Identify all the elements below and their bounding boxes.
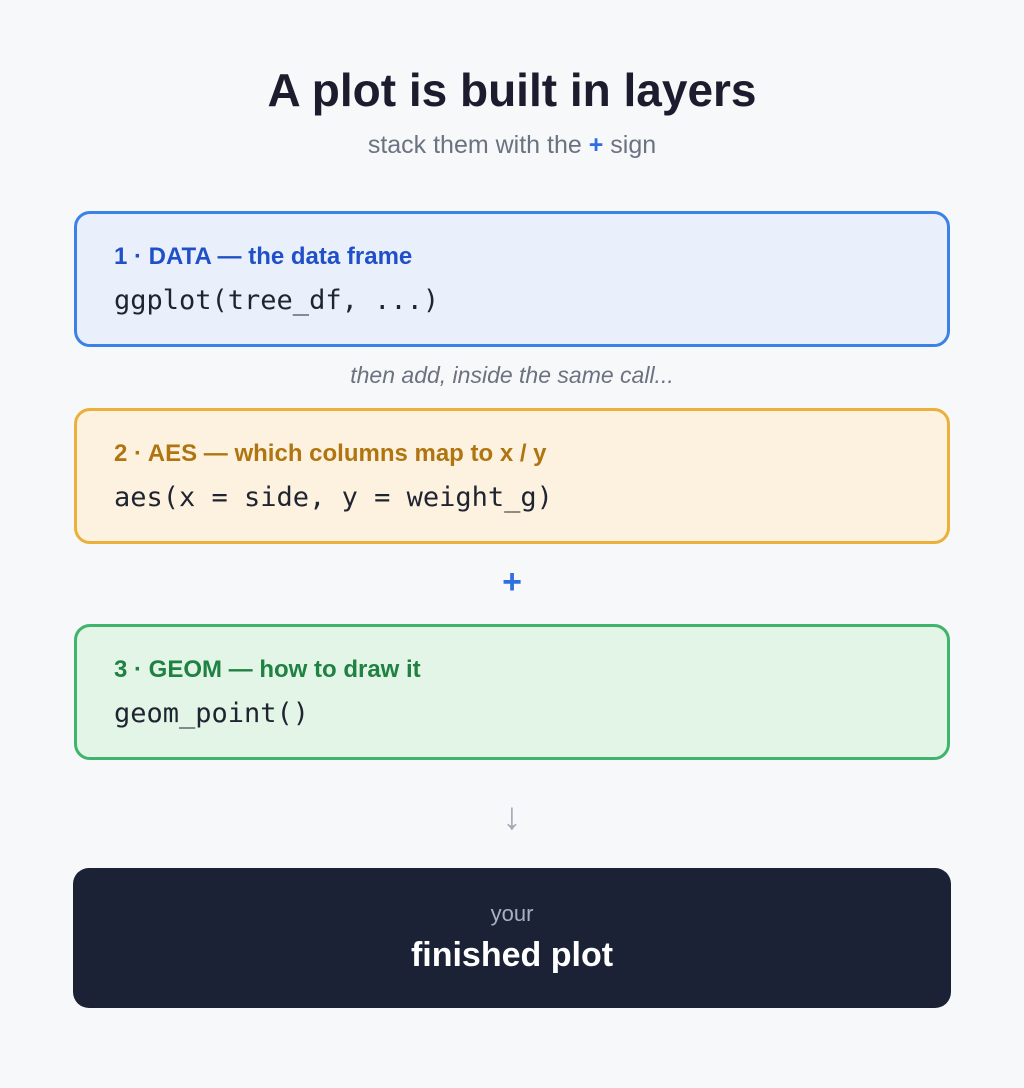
page-title: A plot is built in layers — [267, 64, 757, 116]
result-title: finished plot — [410, 936, 614, 974]
connector-note: then add, inside the same call... — [350, 362, 674, 388]
result-caption: your — [490, 901, 534, 926]
page-subtitle: stack them with the + sign — [0, 129, 1024, 161]
layer-label-aes: 2 · AES — which columns map to x / y — [114, 440, 547, 467]
layer-box-aes: 2 · AES — which columns map to x / y aes… — [74, 408, 950, 544]
layer-code-data: ggplot(tree_df, ...) — [114, 285, 440, 316]
layer-box-data: 1 · DATA — the data frame ggplot(tree_df… — [74, 211, 950, 347]
plus-sign-highlight: + — [588, 131, 604, 159]
layer-code-geom: geom_point() — [114, 698, 310, 729]
layer-box-geom: 3 · GEOM — how to draw it geom_point() — [74, 624, 950, 760]
layer-label-geom: 3 · GEOM — how to draw it — [114, 656, 421, 683]
result-box: your finished plot — [73, 868, 951, 1008]
down-arrow-icon: ↓ — [502, 796, 522, 838]
subtitle-text-before: stack them with the — [367, 131, 589, 159]
plus-connector: + — [502, 563, 522, 601]
layer-code-aes: aes(x = side, y = weight_g) — [114, 482, 553, 513]
subtitle-text-after: sign — [603, 131, 657, 159]
layer-label-data: 1 · DATA — the data frame — [114, 243, 413, 270]
